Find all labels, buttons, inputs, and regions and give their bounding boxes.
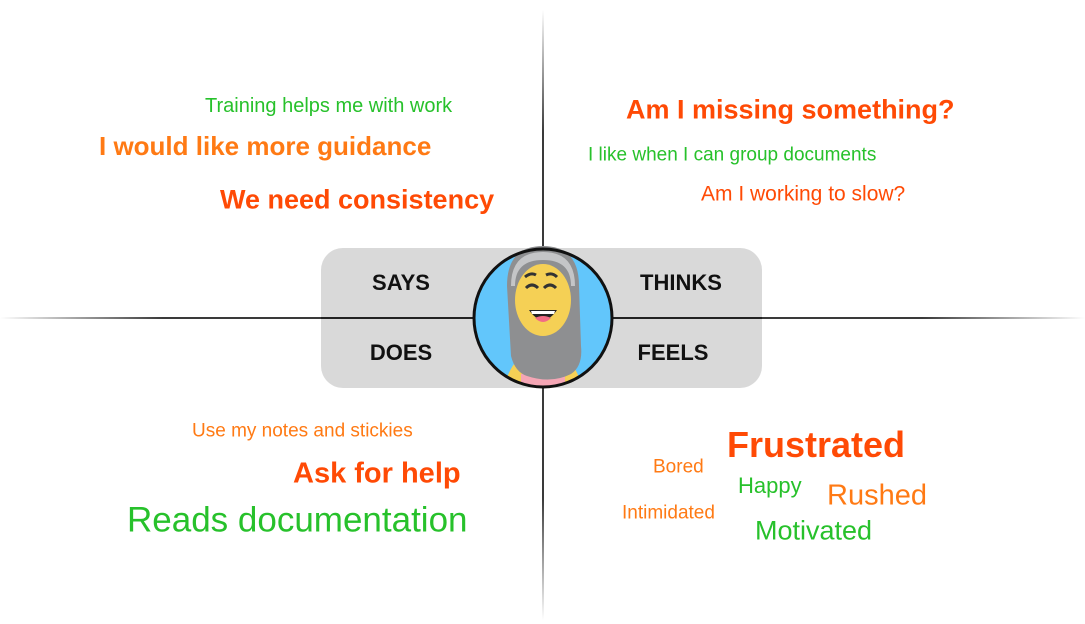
does-note: Use my notes and stickies [192, 420, 413, 442]
thinks-note: Am I missing something? [626, 94, 955, 125]
says-note: We need consistency [220, 184, 495, 215]
does-note: Reads documentation [127, 500, 468, 540]
says-note: I would like more guidance [99, 131, 432, 161]
label-thinks: THINKS [640, 270, 722, 295]
feels-word: Frustrated [727, 424, 906, 465]
label-does: DOES [369, 340, 433, 365]
persona-avatar-icon [472, 246, 614, 389]
label-says: SAYS [372, 270, 430, 295]
feels-word: Happy [738, 473, 802, 498]
feels-word: Rushed [827, 479, 927, 512]
thinks-note: I like when I can group documents [588, 144, 877, 166]
feels-word: Intimidated [622, 502, 715, 524]
feels-word: Bored [653, 456, 704, 478]
does-note: Ask for help [293, 457, 461, 490]
label-feels: FEELS [637, 340, 709, 365]
thinks-note: Am I working to slow? [701, 182, 906, 206]
feels-word: Motivated [755, 515, 873, 546]
says-note: Training helps me with work [205, 95, 453, 117]
